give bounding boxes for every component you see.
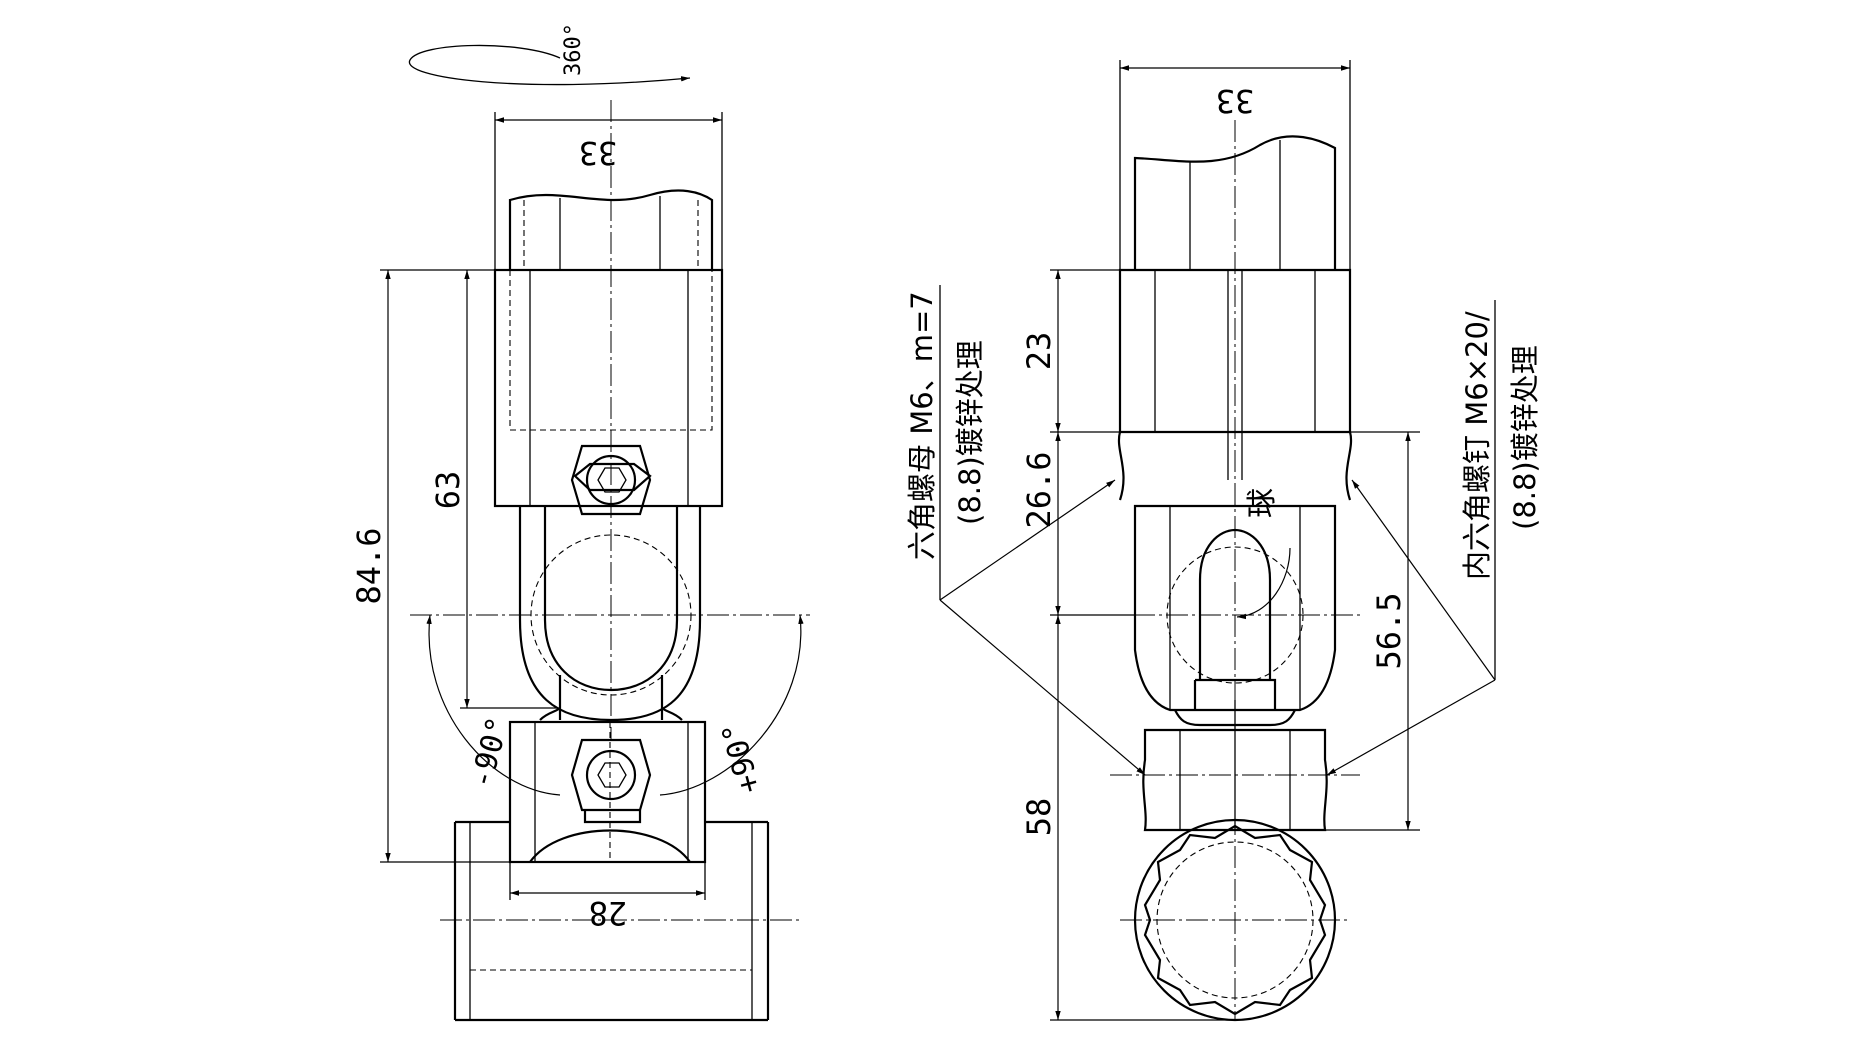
angle-positive: +90°: [715, 718, 768, 797]
bolt-note-line1: 内六角螺钉 M6×20/: [1460, 311, 1494, 580]
dim-top-width-right: 33: [1216, 82, 1255, 120]
bolt-note-line2: (8.8)镀锌处理: [1508, 345, 1542, 530]
dim-total-height: 84.6: [350, 527, 388, 604]
dim-clamp-height: 63: [429, 471, 467, 510]
angle-negative: -90°: [464, 713, 517, 792]
right-view: 33 球: [905, 60, 1542, 1022]
ball-leader: [1236, 547, 1291, 620]
nut-note-line2: (8.8)镀锌处理: [953, 340, 987, 525]
dim-lower: 58: [1020, 798, 1058, 837]
ball-label: 球: [1245, 488, 1280, 518]
nut-leader-1: [939, 479, 1116, 601]
dim-middle: 26.6: [1020, 451, 1058, 528]
rotation-arrow: [408, 44, 691, 86]
angle-arc-positive: [659, 614, 804, 796]
lower-clamp-right: [1110, 700, 1360, 832]
left-view: 360° 33: [350, 23, 810, 1022]
ball-housing: [1100, 504, 1360, 712]
bolt-leader-1: [1351, 479, 1496, 681]
upper-tube: [508, 189, 714, 270]
rotation-label: 360°: [561, 23, 586, 76]
angle-arc-negative: [426, 614, 561, 796]
fork: [410, 100, 810, 740]
lower-clamp: [508, 720, 707, 864]
hex-nut-lower: [570, 738, 652, 824]
dim-right: 56.5: [1370, 592, 1408, 669]
dim-base-width: 28: [589, 894, 628, 932]
bolt-leader-2: [1326, 679, 1496, 776]
nut-note-line1: 六角螺母 M6、m=7: [905, 291, 939, 560]
dim-upper: 23: [1020, 332, 1058, 371]
bottom-tube: [440, 820, 800, 1022]
clamp-body: [493, 268, 724, 508]
nut-leader-2: [939, 599, 1146, 776]
neck: [539, 675, 683, 721]
